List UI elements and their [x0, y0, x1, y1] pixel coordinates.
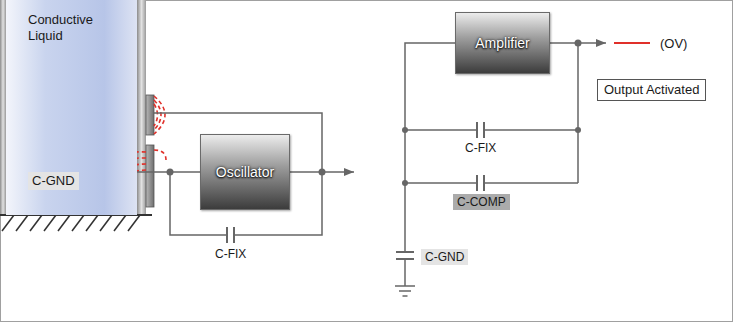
output-status-box: Output Activated — [597, 79, 706, 101]
ground-capacitance-label: C-GND — [28, 172, 79, 190]
tank-wall — [137, 0, 146, 215]
wire — [405, 43, 455, 252]
oscillator-block: Oscillator — [200, 134, 290, 210]
field-line — [154, 104, 158, 126]
ground-hatching — [0, 215, 152, 231]
node-text: Oscillator — [210, 164, 280, 181]
capacitor-plate — [233, 227, 235, 243]
output-signal-line — [614, 42, 650, 44]
hatch-line — [58, 215, 70, 231]
junction-dot — [575, 40, 582, 47]
oscillator-wiring — [154, 113, 354, 243]
hatch-line — [44, 215, 56, 231]
field-line — [154, 100, 161, 130]
capacitor-plate — [483, 122, 485, 138]
junction-dot — [402, 127, 408, 133]
liquid-label: Conductive Liquid — [28, 12, 112, 43]
hatch-line — [114, 215, 126, 231]
hatch-line — [86, 215, 98, 231]
amplifier-block: Amplifier — [455, 12, 550, 74]
capacitor-label: C-COMP — [453, 194, 510, 210]
ground-symbol — [395, 285, 415, 287]
signal-wire — [137, 171, 200, 173]
ground-symbol — [399, 290, 411, 292]
capacitor-plate — [476, 122, 478, 138]
capacitor-plate — [483, 175, 485, 191]
capacitor-plate — [396, 251, 414, 253]
amplifier-wiring — [395, 43, 606, 296]
hatch-line — [16, 215, 28, 231]
field-line — [154, 150, 166, 160]
sensor-electrode — [146, 145, 154, 207]
junction-dot — [575, 127, 581, 133]
node-text: Amplifier — [469, 35, 535, 52]
capacitor-label: C-GND — [421, 249, 468, 265]
hatch-line — [128, 215, 140, 231]
wire — [405, 182, 477, 184]
sensor-electrode — [146, 95, 154, 135]
wire — [484, 182, 578, 184]
capacitor-label: C-FIX — [215, 247, 246, 261]
wire — [405, 129, 477, 131]
node-text: Output Activated — [604, 82, 699, 98]
capacitor-plate — [226, 227, 228, 243]
wire — [577, 43, 579, 183]
hatch-line — [2, 215, 14, 231]
hatch-line — [72, 215, 84, 231]
junction-dot — [319, 169, 326, 176]
liquid-tank: Conductive LiquidC-GND — [6, 0, 137, 215]
wire — [404, 259, 406, 286]
junction-dot — [402, 180, 408, 186]
wire — [484, 129, 578, 131]
capacitor-label: C-FIX — [465, 141, 496, 155]
field-line — [154, 96, 165, 134]
signal-label: (OV) — [660, 36, 687, 52]
capacitor-plate — [476, 175, 478, 191]
hatch-line — [100, 215, 112, 231]
hatch-line — [30, 215, 42, 231]
ground-symbol — [403, 295, 408, 297]
